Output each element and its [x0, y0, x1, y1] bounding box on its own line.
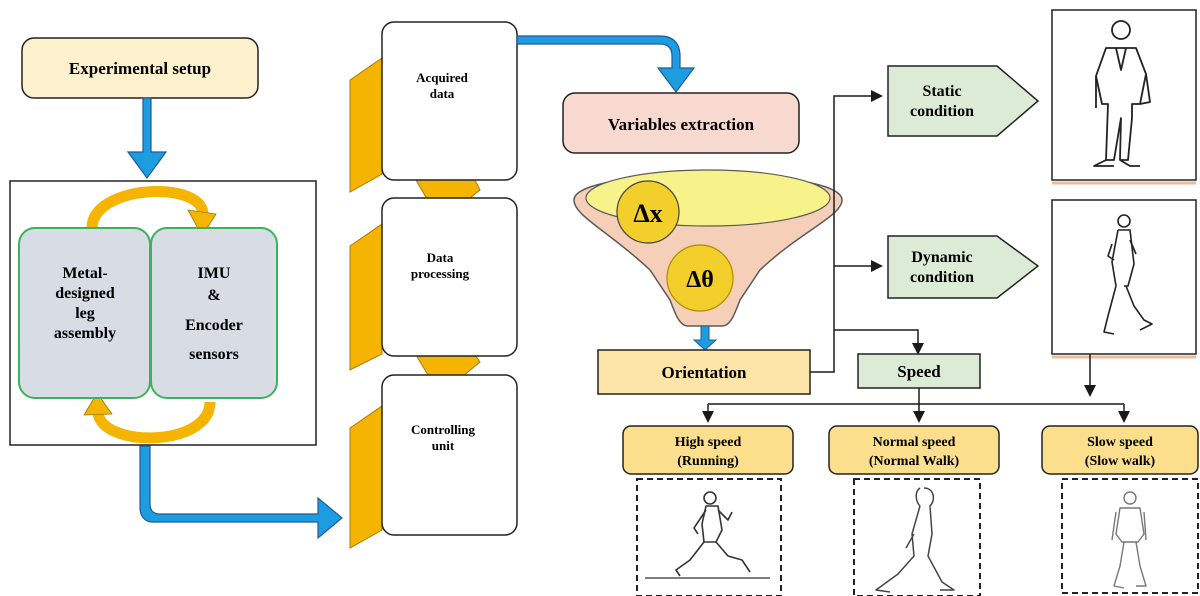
running-man-icon: [645, 491, 770, 579]
normal-walk-image-box: [853, 478, 981, 596]
speed-box: [857, 353, 981, 389]
experimental-setup-label: Experimental setup: [69, 59, 211, 78]
orientation-label: Orientation: [662, 363, 748, 382]
normal-walk-icon: [875, 487, 955, 593]
delta-theta-circle: [666, 244, 734, 312]
slow-walk-icon: [1111, 491, 1147, 589]
static-image-box: [1051, 9, 1197, 181]
dynamic-condition-box: [887, 235, 1040, 299]
high-speed-label: High speed(Running): [675, 435, 742, 469]
standing-man-icon: [1093, 20, 1151, 167]
slow-walk-image-box: [1061, 478, 1199, 594]
blue-arrow-to-variables: [516, 35, 696, 93]
high-speed-box: [622, 425, 794, 475]
sensors-panel: [150, 227, 278, 399]
connector-orientation: [810, 90, 883, 373]
experimental-setup-box: [21, 37, 259, 99]
delta-x-circle: [616, 180, 680, 244]
orange-cycle-arrow-top: [86, 186, 209, 229]
pipeline-controlling: [349, 374, 518, 549]
orange-cycle-arrow-bottom: [92, 401, 216, 444]
pipeline-acquired: [349, 21, 518, 223]
slow-speed-box: [1041, 425, 1199, 475]
running-image-box: [636, 478, 782, 596]
pipeline-processing: [349, 197, 518, 396]
normal-speed-box: [828, 425, 1000, 475]
delta-theta-label: Δθ: [686, 267, 714, 293]
speed-label: Speed: [897, 362, 941, 381]
slow-speed-label: Slow speed(Slow walk): [1085, 435, 1156, 469]
blue-arrow-to-controller: [139, 445, 343, 540]
blue-arrow-down: [126, 97, 168, 180]
variables-extraction-box: [562, 92, 800, 154]
static-condition-box: [887, 65, 1040, 137]
walking-man-icon: [1103, 214, 1153, 335]
delta-x-label: Δx: [633, 199, 662, 228]
variables-extraction-label: Variables extraction: [608, 115, 755, 134]
normal-speed-label: Normal speed(Normal Walk): [869, 435, 960, 469]
blue-arrow-to-orientation: [692, 325, 718, 351]
dynamic-image-box: [1051, 199, 1197, 355]
